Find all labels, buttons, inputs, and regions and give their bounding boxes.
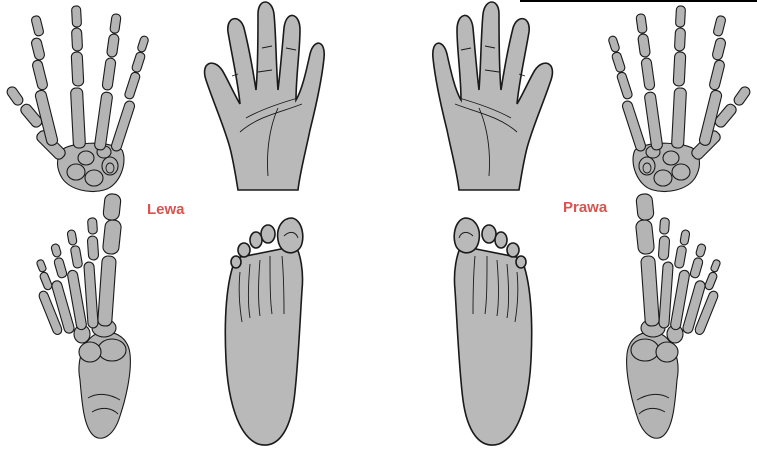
left-foot-silhouette — [225, 218, 302, 445]
right-skeletal-foot — [627, 193, 721, 438]
right-foot-silhouette — [454, 218, 531, 445]
right-skeletal-hand — [608, 6, 752, 192]
left-skeletal-hand — [5, 6, 149, 192]
left-hand-silhouette — [205, 2, 325, 190]
left-side-label: Lewa — [147, 201, 185, 218]
right-side-label: Prawa — [563, 199, 607, 216]
left-skeletal-foot — [36, 193, 130, 438]
right-hand-silhouette — [433, 2, 553, 190]
